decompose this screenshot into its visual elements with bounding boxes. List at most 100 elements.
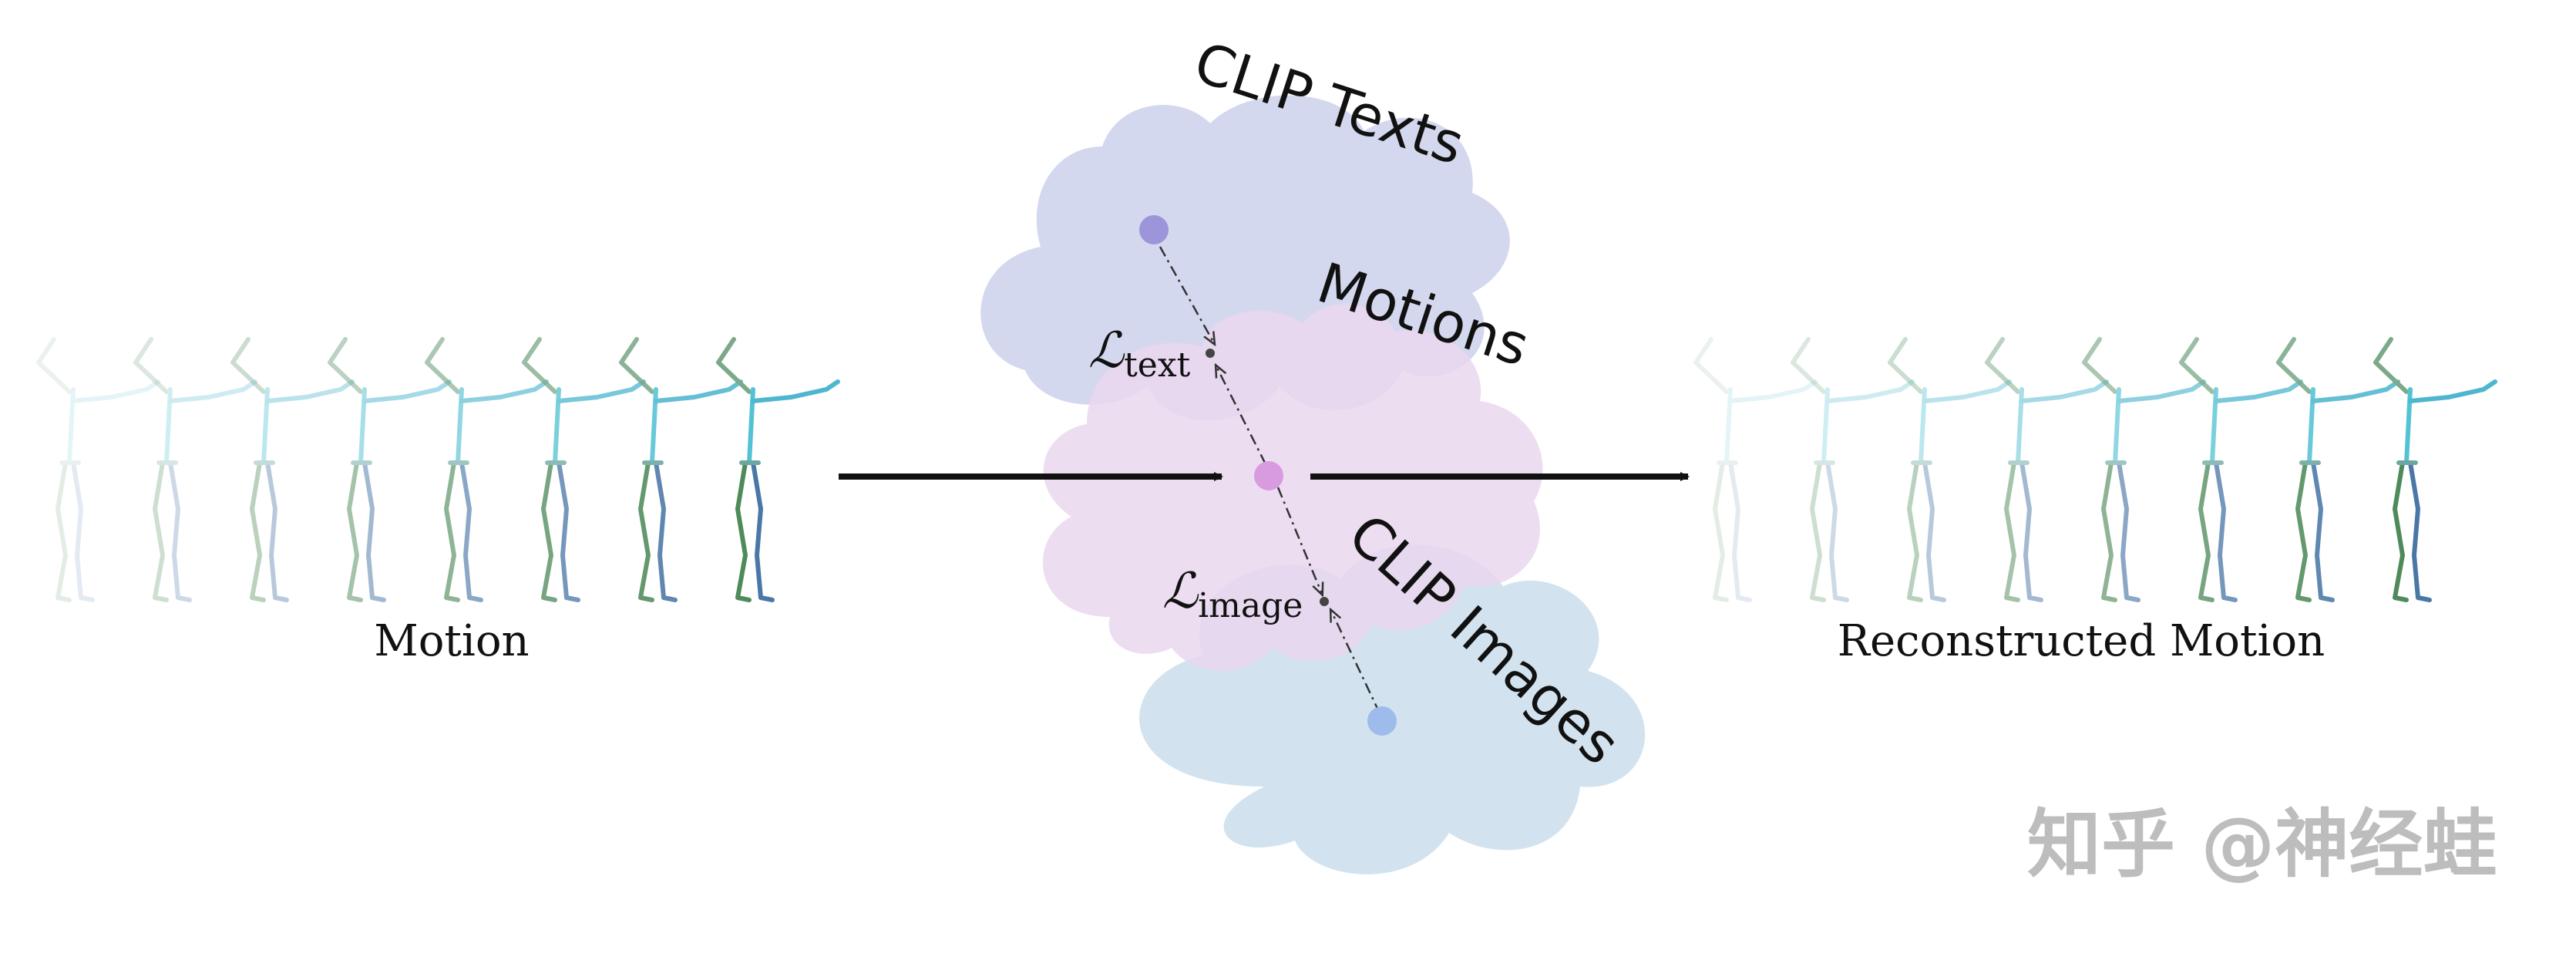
skeleton-bone [1791, 337, 1826, 394]
skeleton-bone [751, 460, 775, 602]
skeleton-pose [230, 337, 355, 602]
skeleton-bone [2019, 460, 2043, 602]
skeleton-bone [1922, 379, 2012, 403]
skeleton-pose [425, 337, 549, 602]
skeleton-bone [2117, 460, 2141, 602]
skeleton-pose [2276, 337, 2400, 602]
loss-text-symbol: ℒ [1088, 322, 1125, 379]
text-embedding-point [1139, 215, 1169, 244]
reconstructed-motion-sequence [1693, 337, 2497, 602]
skeleton-bone [716, 337, 752, 394]
skeleton-bone [654, 379, 743, 403]
loss-image-junction [1320, 597, 1329, 606]
skeleton-bone [133, 337, 169, 394]
skeleton-pose [1693, 337, 1818, 602]
skeleton-bone [2004, 460, 2020, 602]
motion-embedding-point [1254, 461, 1283, 490]
skeleton-bone [1922, 460, 1946, 602]
skeleton-bone [347, 460, 363, 602]
skeleton-pose [328, 337, 452, 602]
skeleton-bone [557, 460, 580, 602]
skeleton-pose [2373, 337, 2497, 602]
skeleton-bone [362, 460, 386, 602]
skeleton-pose [716, 337, 840, 602]
loss-text-subscript: text [1124, 345, 1191, 385]
skeleton-bone [638, 460, 654, 602]
skeleton-bone [654, 460, 678, 602]
skeleton-bone [1693, 337, 1729, 394]
skeleton-bone [2311, 460, 2335, 602]
skeleton-bone [2408, 379, 2497, 403]
skeleton-bone [1907, 460, 1923, 602]
skeleton-bone [2393, 460, 2409, 602]
skeleton-bone [2101, 460, 2117, 602]
loss-image-symbol: ℒ [1162, 563, 1199, 620]
loss-image-label: ℒimage [1162, 563, 1303, 625]
skeleton-bone [541, 460, 557, 602]
skeleton-bone [2117, 379, 2206, 403]
skeleton-pose [1985, 337, 2109, 602]
skeleton-bone [2295, 460, 2312, 602]
skeleton-bone [1713, 460, 1729, 602]
loss-text-junction [1206, 349, 1215, 358]
loss-image-subscript: image [1198, 586, 1303, 625]
skeleton-bone [230, 337, 266, 394]
skeleton-bone [2179, 337, 2214, 394]
skeleton-bone [459, 379, 549, 403]
skeleton-bone [265, 379, 355, 403]
skeleton-bone [261, 387, 270, 465]
skeleton-bone [557, 379, 646, 403]
skeleton-bone [1919, 387, 1927, 465]
skeleton-bone [1825, 379, 1915, 403]
skeleton-bone [362, 379, 452, 403]
loss-text-label: ℒtext [1088, 322, 1191, 385]
skeleton-bone [2311, 379, 2400, 403]
skeleton-bone [2214, 460, 2238, 602]
watermark: 知乎 @神经蛙 [2027, 801, 2497, 888]
skeleton-bone [55, 460, 72, 602]
skeleton-pose [2082, 337, 2206, 602]
skeleton-bone [164, 387, 173, 465]
skeleton-pose [619, 337, 743, 602]
skeleton-bone [2214, 379, 2303, 403]
skeleton-pose [36, 337, 160, 602]
skeleton-bone [153, 460, 169, 602]
skeleton-pose [1791, 337, 1915, 602]
image-to-motion-connector [1331, 611, 1381, 714]
skeleton-bone [751, 379, 840, 403]
skeleton-bone [444, 460, 460, 602]
skeleton-bone [2198, 460, 2214, 602]
skeleton-bone [36, 337, 72, 394]
input-motion-sequence [36, 337, 840, 602]
motion-to-image-connector [1276, 487, 1322, 594]
skeleton-bone [2019, 379, 2109, 403]
skeleton-bone [328, 337, 363, 394]
skeleton-bone [1985, 337, 2020, 394]
skeleton-pose [133, 337, 257, 602]
skeleton-bone [168, 460, 192, 602]
image-embedding-point [1367, 706, 1397, 736]
skeleton-bone [71, 460, 95, 602]
skeleton-bone [459, 460, 483, 602]
skeleton-bone [1728, 460, 1752, 602]
skeleton-bone [250, 460, 266, 602]
skeleton-bone [1728, 379, 1818, 403]
skeleton-bone [425, 337, 460, 394]
skeleton-pose [1888, 337, 2012, 602]
skeleton-bone [1888, 337, 1923, 394]
skeleton-bone [619, 337, 654, 394]
reconstructed-motion-caption: Reconstructed Motion [1838, 616, 2325, 666]
skeleton-bone [2276, 337, 2312, 394]
skeleton-bone [1810, 460, 1826, 602]
skeleton-pose [522, 337, 646, 602]
skeleton-bone [168, 379, 257, 403]
input-motion-caption: Motion [374, 616, 529, 666]
skeleton-bone [67, 387, 76, 465]
motions-cloud [1042, 304, 1543, 671]
text-to-motion-connector [1159, 246, 1214, 343]
skeleton-pose [2179, 337, 2303, 602]
skeleton-bone [265, 460, 289, 602]
skeleton-bone [1724, 387, 1733, 465]
